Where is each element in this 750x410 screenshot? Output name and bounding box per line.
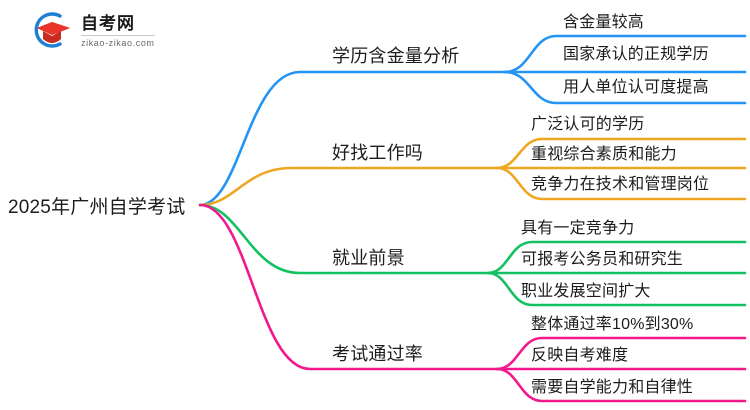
leaf-node-blue-3[interactable]: 用人单位认可度提高 xyxy=(563,79,709,96)
site-logo[interactable]: 自考网 zikao-zikao.com xyxy=(30,10,155,50)
branch-label-haozhao-gongzuo[interactable]: 好找工作吗 xyxy=(332,143,423,163)
branch-label-kaoshi-tongguolv[interactable]: 考试通过率 xyxy=(332,344,423,364)
leaf-node-orange-2[interactable]: 重视综合素质和能力 xyxy=(531,146,677,163)
branch-label-jiuye-qianjing[interactable]: 就业前景 xyxy=(332,248,405,268)
leaf-node-pink-3[interactable]: 需要自学能力和自律性 xyxy=(531,379,694,396)
leaf-node-orange-1[interactable]: 广泛认可的学历 xyxy=(531,116,645,133)
leaf-node-green-2[interactable]: 可报考公务员和研究生 xyxy=(521,251,684,268)
logo-url: zikao-zikao.com xyxy=(81,38,155,49)
branch-label-xueli-hanjinliang[interactable]: 学历含金量分析 xyxy=(332,46,460,66)
leaf-node-pink-1[interactable]: 整体通过率10%到30% xyxy=(531,316,694,333)
graduation-cap-icon xyxy=(30,10,74,50)
leaf-node-blue-2[interactable]: 国家承认的正规学历 xyxy=(563,46,709,63)
branch-connector-pink xyxy=(198,203,747,403)
logo-divider xyxy=(81,35,155,37)
logo-name: 自考网 xyxy=(81,13,135,33)
leaf-node-green-3[interactable]: 职业发展空间扩大 xyxy=(521,283,651,300)
leaf-node-blue-1[interactable]: 含金量较高 xyxy=(563,14,645,31)
mindmap-root-node[interactable]: 2025年广州自学考试 xyxy=(8,197,186,218)
logo-text: 自考网 zikao-zikao.com xyxy=(81,12,155,49)
leaf-node-pink-2[interactable]: 反映自考难度 xyxy=(531,347,629,364)
leaf-node-orange-3[interactable]: 竞争力在技术和管理岗位 xyxy=(531,176,710,193)
leaf-node-green-1[interactable]: 具有一定竞争力 xyxy=(521,220,635,237)
